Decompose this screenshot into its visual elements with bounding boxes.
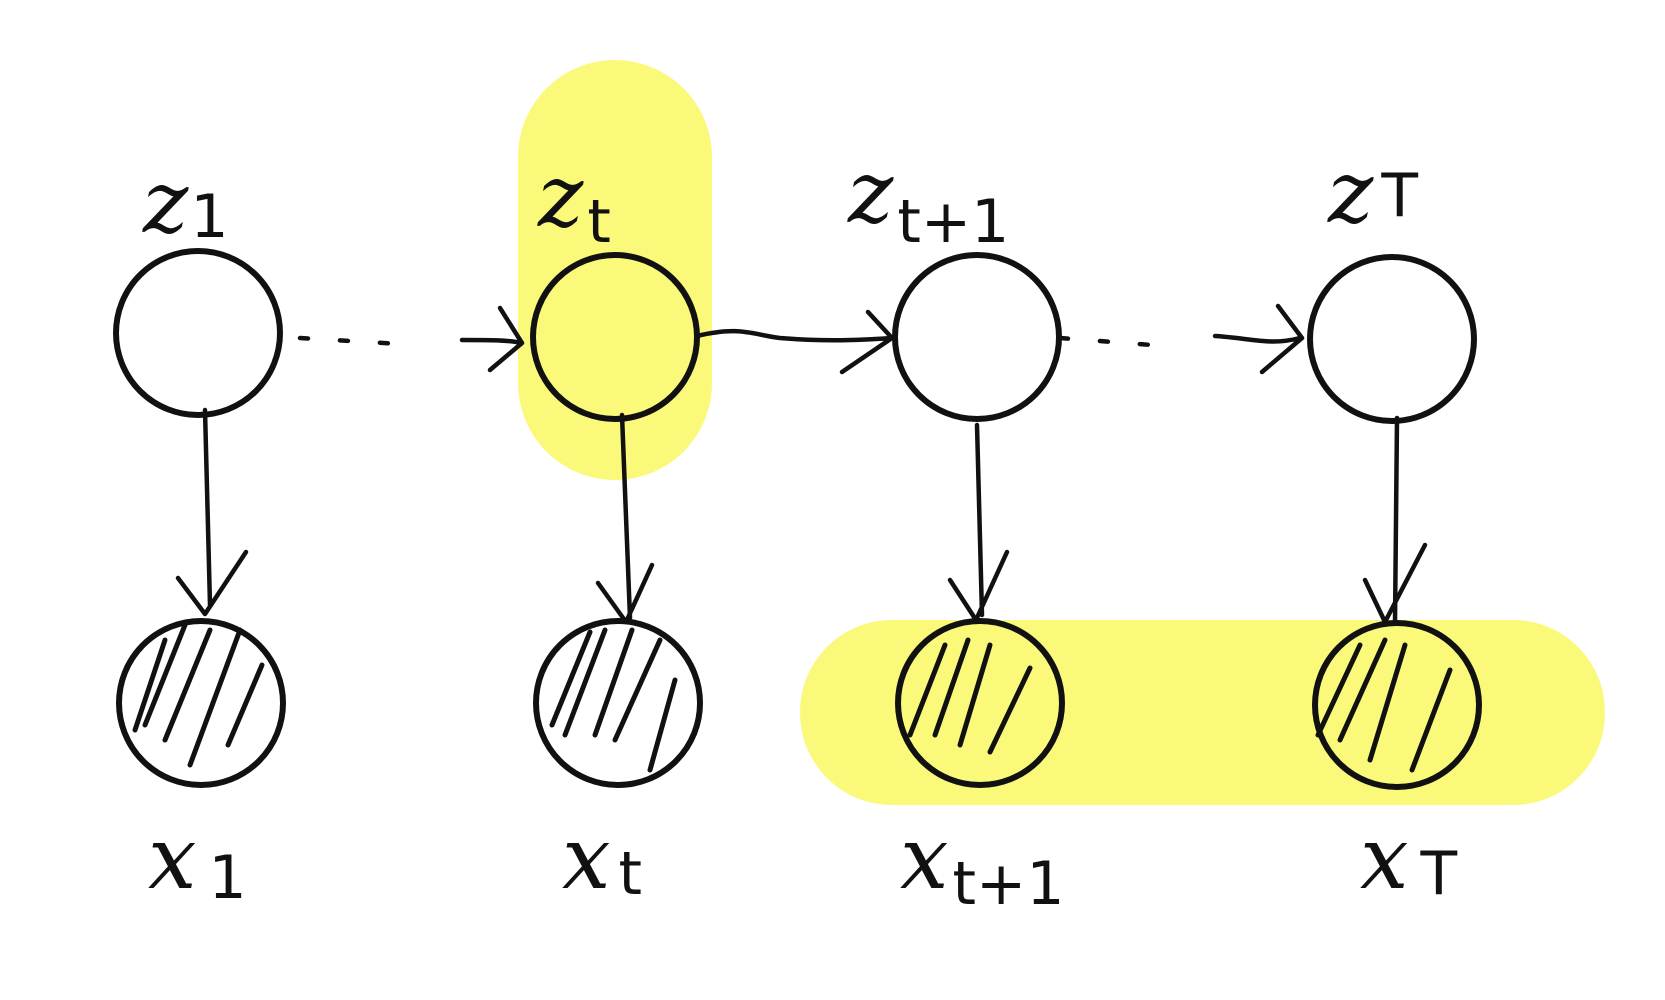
latent-node-zT	[1307, 254, 1477, 424]
highlight-observed-future	[800, 620, 1605, 805]
label-z1: z1	[142, 153, 229, 253]
label-x1-sub: 1	[209, 843, 247, 913]
arrow-zt1-zT	[1212, 303, 1305, 375]
arrow-z1-zt	[459, 305, 525, 373]
ellipsis-edge-z1-zt	[297, 335, 403, 347]
label-xT-var: x	[1360, 809, 1409, 909]
label-zT-var: z	[1327, 143, 1374, 243]
latent-node-zt	[530, 252, 700, 422]
hatching-xt	[549, 627, 678, 773]
label-z1-var: z	[142, 153, 189, 253]
label-xt1: xt+1	[900, 809, 1065, 919]
label-z1-sub: 1	[190, 182, 228, 252]
highlight-zt	[518, 60, 712, 480]
label-xt-var: x	[562, 809, 611, 909]
label-zt-sub: t	[587, 187, 611, 257]
arrow-zt-zt1	[694, 309, 895, 375]
hatching-x1	[132, 622, 265, 768]
hatching-xT	[1315, 637, 1453, 773]
label-zt-var: z	[537, 147, 584, 247]
label-xt-sub: t	[619, 839, 643, 909]
label-x1-var: x	[148, 809, 197, 909]
observed-node-x1	[116, 618, 286, 788]
ellipsis-edge-zt1-zT	[1057, 335, 1168, 349]
arrow-z1-x1	[175, 407, 249, 617]
observed-node-xt	[533, 618, 703, 788]
latent-node-z1	[113, 248, 283, 418]
label-zt1-var: z	[847, 143, 894, 243]
observed-node-xt1	[895, 618, 1065, 788]
label-xT-sub: T	[1420, 839, 1458, 909]
label-zt1-sub: t+1	[897, 187, 1009, 257]
label-zT-sub: T	[1380, 161, 1418, 231]
arrow-zt1-xt1	[947, 422, 1010, 623]
arrow-zT-xT	[1362, 415, 1428, 625]
hatching-xt1	[907, 637, 1033, 755]
label-zt1: zt+1	[847, 143, 1009, 257]
latent-node-zt1	[892, 252, 1062, 422]
label-xt1-var: x	[900, 809, 949, 909]
label-zt: zt	[537, 147, 611, 257]
label-xt1-sub: t+1	[953, 849, 1065, 919]
observed-node-xT	[1312, 620, 1482, 790]
